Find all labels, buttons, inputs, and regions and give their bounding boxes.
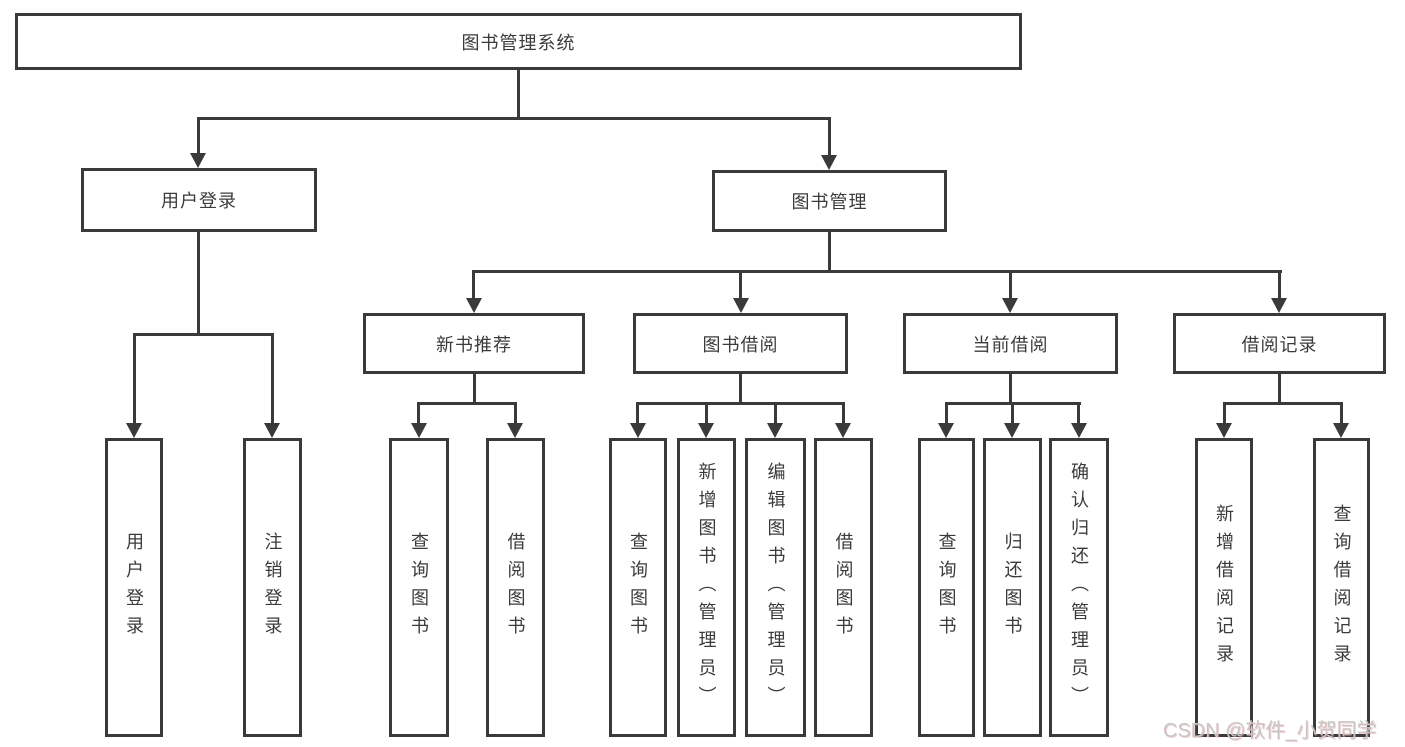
- node-root: 图书管理系统: [15, 13, 1022, 70]
- connector-line: [197, 232, 200, 336]
- leaf-query-book-current: 查询图书: [918, 438, 975, 737]
- arrowhead-down-icon: [733, 298, 749, 313]
- leaf-confirm-return-admin: 确认归还（管理员）: [1049, 438, 1109, 737]
- arrowhead-down-icon: [938, 423, 954, 438]
- node-user-login-label: 用户登录: [161, 191, 237, 211]
- leaf-add-borrow-record: 新增借阅记录: [1195, 438, 1253, 737]
- leaf-user-login: 用户登录: [105, 438, 163, 737]
- leaf-query-borrow-record-label: 查询借阅记录: [1331, 503, 1352, 672]
- arrowhead-down-icon: [1216, 423, 1232, 438]
- arrowhead-down-icon: [1002, 298, 1018, 313]
- connector-line: [1223, 402, 1343, 405]
- leaf-borrow-book-label: 借阅图书: [833, 531, 854, 644]
- arrowhead-down-icon: [190, 153, 206, 168]
- connector-line: [472, 272, 475, 298]
- node-book-borrowing-label: 图书借阅: [702, 334, 779, 355]
- connector-line: [1009, 272, 1012, 298]
- leaf-borrow-book-recommend: 借阅图书: [486, 438, 545, 737]
- connector-line: [197, 117, 831, 120]
- connector-line: [517, 70, 520, 118]
- leaf-query-book-recommend: 查询图书: [389, 438, 449, 737]
- arrowhead-down-icon: [1071, 423, 1087, 438]
- leaf-user-login-label: 用户登录: [124, 531, 144, 644]
- connector-line: [133, 333, 274, 336]
- connector-line: [636, 404, 639, 423]
- arrowhead-down-icon: [1333, 423, 1349, 438]
- connector-line: [1009, 374, 1012, 405]
- connector-line: [636, 402, 845, 405]
- connector-line: [842, 404, 845, 423]
- csdn-watermark: CSDN @软件_小贺同学: [1163, 720, 1377, 742]
- node-new-book-recommend-label: 新书推荐: [436, 334, 512, 355]
- arrowhead-down-icon: [630, 423, 646, 438]
- arrowhead-down-icon: [1004, 423, 1020, 438]
- connector-line: [1011, 404, 1014, 423]
- connector-line: [945, 404, 948, 423]
- arrowhead-down-icon: [835, 423, 851, 438]
- connector-line: [828, 232, 831, 273]
- arrowhead-down-icon: [126, 423, 142, 438]
- arrowhead-down-icon: [767, 423, 783, 438]
- leaf-edit-book-admin-label: 编辑图书（管理员）: [765, 461, 786, 714]
- leaf-query-book-recommend-label: 查询图书: [409, 531, 429, 644]
- leaf-query-borrow-record: 查询借阅记录: [1313, 438, 1370, 737]
- connector-line: [774, 404, 777, 423]
- leaf-return-book: 归还图书: [983, 438, 1042, 737]
- connector-line: [472, 270, 1282, 273]
- node-borrow-records-label: 借阅记录: [1241, 334, 1318, 355]
- node-book-management-label: 图书管理: [791, 192, 868, 212]
- connector-line: [828, 119, 831, 157]
- connector-line: [514, 404, 517, 423]
- arrowhead-down-icon: [507, 423, 523, 438]
- connector-line: [705, 404, 708, 423]
- leaf-edit-book-admin: 编辑图书（管理员）: [745, 438, 806, 737]
- leaf-logout: 注销登录: [243, 438, 302, 737]
- node-current-borrowing-label: 当前借阅: [972, 334, 1049, 355]
- node-current-borrowing: 当前借阅: [903, 313, 1118, 374]
- node-book-management: 图书管理: [712, 170, 947, 232]
- leaf-borrow-book-recommend-label: 借阅图书: [505, 531, 526, 644]
- leaf-query-book-borrowing: 查询图书: [609, 438, 667, 737]
- node-borrow-records: 借阅记录: [1173, 313, 1386, 374]
- leaf-logout-label: 注销登录: [262, 531, 283, 644]
- connector-line: [945, 402, 1081, 405]
- connector-line: [739, 374, 742, 405]
- leaf-query-book-borrowing-label: 查询图书: [628, 531, 648, 644]
- leaf-borrow-book: 借阅图书: [814, 438, 873, 737]
- arrowhead-down-icon: [466, 298, 482, 313]
- connector-line: [739, 272, 742, 298]
- connector-line: [271, 335, 274, 423]
- arrowhead-down-icon: [264, 423, 280, 438]
- connector-line: [1278, 272, 1281, 298]
- leaf-add-book-admin-label: 新增图书（管理员）: [696, 461, 717, 714]
- leaf-add-borrow-record-label: 新增借阅记录: [1214, 503, 1234, 672]
- arrowhead-down-icon: [821, 155, 837, 170]
- leaf-return-book-label: 归还图书: [1002, 531, 1023, 644]
- connector-line: [133, 335, 136, 423]
- connector-line: [417, 402, 517, 405]
- connector-line: [473, 374, 476, 405]
- node-new-book-recommend: 新书推荐: [363, 313, 585, 374]
- node-book-borrowing: 图书借阅: [633, 313, 848, 374]
- connector-line: [197, 119, 200, 155]
- arrowhead-down-icon: [698, 423, 714, 438]
- node-user-login: 用户登录: [81, 168, 317, 232]
- connector-line: [1340, 404, 1343, 423]
- leaf-confirm-return-admin-label: 确认归还（管理员）: [1069, 461, 1089, 714]
- connector-line: [1278, 374, 1281, 405]
- arrowhead-down-icon: [411, 423, 427, 438]
- connector-line: [1223, 404, 1226, 423]
- connector-line: [417, 404, 420, 423]
- leaf-add-book-admin: 新增图书（管理员）: [677, 438, 736, 737]
- connector-line: [1077, 404, 1080, 423]
- arrowhead-down-icon: [1271, 298, 1287, 313]
- node-root-label: 图书管理系统: [461, 32, 576, 53]
- leaf-query-book-current-label: 查询图书: [936, 531, 957, 644]
